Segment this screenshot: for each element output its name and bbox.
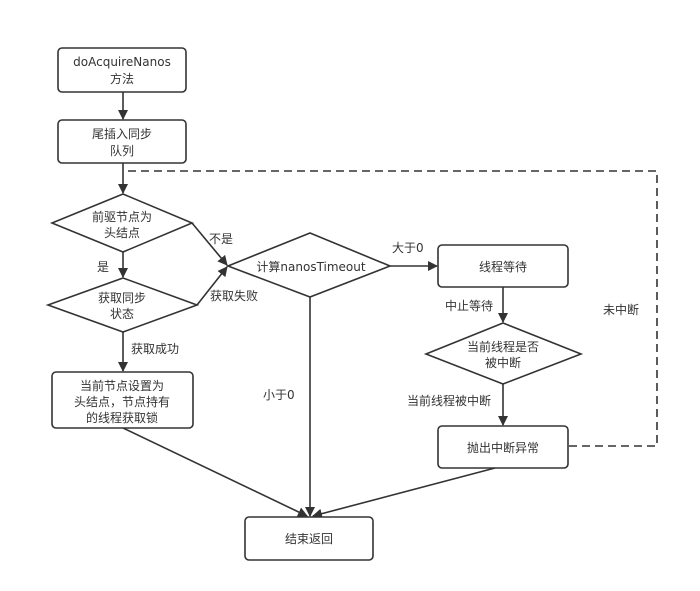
- svg-text:头结点: 头结点: [104, 226, 140, 240]
- svg-text:头结点，节点持有: 头结点，节点持有: [74, 394, 170, 409]
- svg-text:结束返回: 结束返回: [285, 532, 333, 546]
- node-enqueue: 尾插入同步 队列: [57, 119, 187, 164]
- edge-not-interrupted-loop: [123, 170, 658, 447]
- node-try-acquire-decision: 获取同步 状态: [45, 277, 200, 333]
- node-pred-head-decision: 前驱节点为 头结点: [49, 193, 195, 253]
- svg-text:线程等待: 线程等待: [479, 259, 527, 274]
- node-end: 结束返回: [244, 516, 374, 561]
- edge-try-calc: [196, 266, 228, 306]
- svg-text:计算nanosTimeout: 计算nanosTimeout: [256, 259, 365, 274]
- svg-text:尾插入同步: 尾插入同步: [92, 127, 152, 141]
- node-wait: 线程等待: [437, 244, 569, 288]
- node-throw: 抛出中断异常: [437, 425, 569, 469]
- svg-text:的线程获取锁: 的线程获取锁: [86, 410, 158, 425]
- label-stop-wait: 中止等待: [445, 298, 493, 313]
- label-acquire-success: 获取成功: [131, 342, 179, 356]
- node-set-head: 当前节点设置为 头结点，节点持有 的线程获取锁: [51, 371, 194, 429]
- edge-sethead-end: [122, 427, 308, 517]
- edge-labels: 不是 是 获取失败 获取成功 大于0 小于0 中止等待 当前线程被中断 未中断: [97, 232, 639, 408]
- node-start: doAcquireNanos 方法: [57, 47, 187, 93]
- label-not-interrupted: 未中断: [603, 302, 639, 317]
- svg-text:当前节点设置为: 当前节点设置为: [80, 378, 164, 393]
- svg-text:队列: 队列: [110, 143, 134, 158]
- label-greater-zero: 大于0: [392, 241, 424, 255]
- label-is-head: 是: [97, 260, 109, 274]
- svg-text:方法: 方法: [110, 71, 134, 86]
- edges: [118, 92, 658, 519]
- svg-text:doAcquireNanos: doAcquireNanos: [73, 55, 171, 69]
- node-interrupted-decision: 当前线程是否 被中断: [423, 322, 584, 385]
- svg-text:被中断: 被中断: [485, 355, 521, 370]
- label-acquire-fail: 获取失败: [210, 288, 258, 303]
- label-interrupted: 当前线程被中断: [407, 393, 491, 408]
- edge-throw-end: [312, 467, 496, 519]
- svg-text:抛出中断异常: 抛出中断异常: [467, 440, 539, 455]
- node-calc-timeout-decision: 计算nanosTimeout: [225, 232, 393, 298]
- label-not-head: 不是: [209, 232, 233, 246]
- svg-text:当前线程是否: 当前线程是否: [467, 339, 539, 354]
- svg-text:状态: 状态: [110, 307, 134, 321]
- label-less-zero: 小于0: [263, 388, 295, 402]
- svg-text:获取同步: 获取同步: [98, 291, 146, 305]
- svg-text:前驱节点为: 前驱节点为: [92, 209, 152, 224]
- edge-pred-calc: [191, 222, 228, 266]
